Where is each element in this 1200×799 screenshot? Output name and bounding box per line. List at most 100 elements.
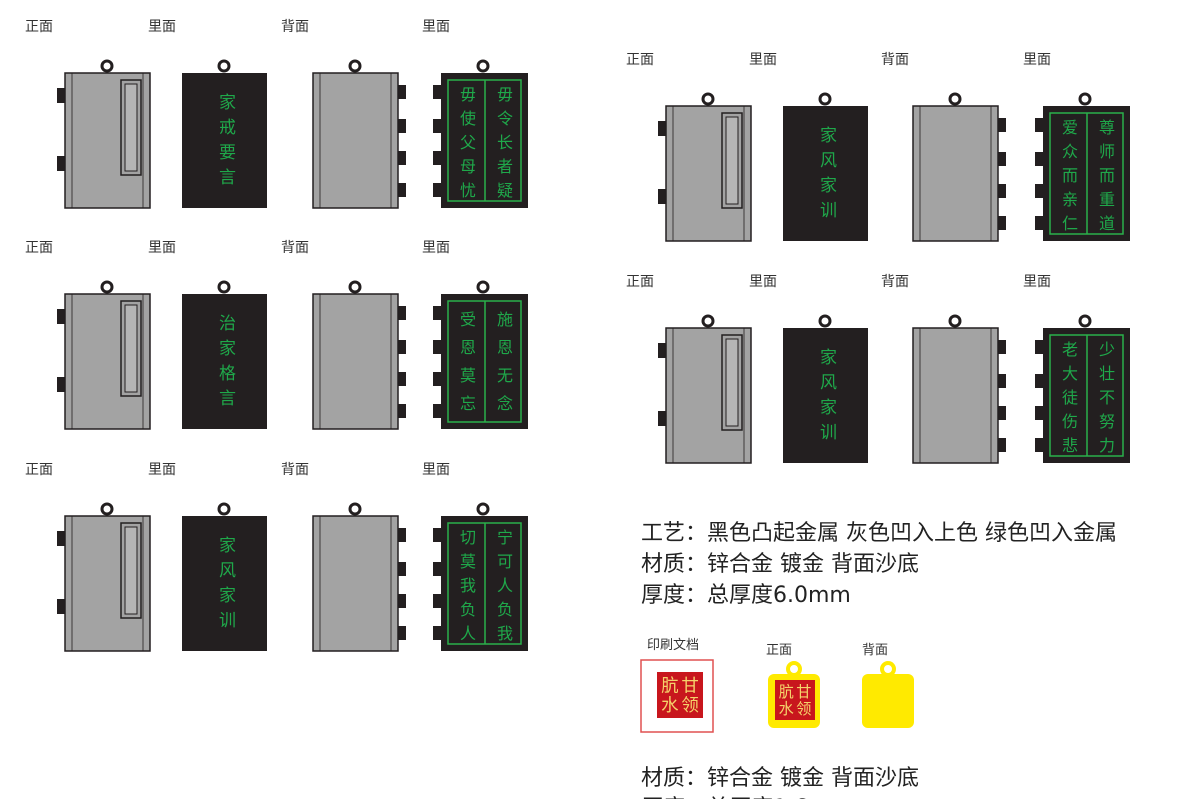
badge-print-label: 印刷文档 bbox=[647, 638, 700, 653]
spec-material2: 材质：锌合金 镀金 背面沙底 bbox=[641, 766, 919, 791]
side-tab bbox=[998, 406, 1006, 420]
side-tab bbox=[398, 183, 406, 197]
back-inscription-right: 施恩无念 bbox=[494, 311, 513, 423]
back-inscription-left: 毋使父母忧 bbox=[457, 86, 476, 206]
back-inscription-left: 受恩莫忘 bbox=[457, 311, 476, 423]
side-tab bbox=[433, 372, 441, 386]
side-tab bbox=[1035, 184, 1043, 198]
side-tab bbox=[998, 438, 1006, 452]
side-tab bbox=[398, 119, 406, 133]
side-tab bbox=[398, 306, 406, 320]
inner-inscription: 家风家训 bbox=[816, 126, 836, 226]
pendant-inner-back bbox=[433, 502, 528, 651]
side-tab bbox=[433, 562, 441, 576]
side-tab bbox=[998, 152, 1006, 166]
view-label: 里面 bbox=[422, 240, 450, 256]
pendant-inner-back bbox=[1035, 314, 1130, 463]
view-label: 里面 bbox=[1023, 274, 1051, 290]
back-inscription-left: 切莫我负人 bbox=[457, 529, 476, 649]
view-label: 背面 bbox=[881, 274, 909, 290]
side-tab bbox=[57, 88, 65, 103]
hanging-ring bbox=[348, 280, 362, 294]
spec-thickness: 厚度：总厚度6.0mm bbox=[641, 583, 851, 608]
svg-text:领: 领 bbox=[681, 696, 698, 716]
spec-material: 材质：锌合金 镀金 背面沙底 bbox=[641, 552, 919, 577]
side-tab bbox=[433, 119, 441, 133]
inner-inscription: 家风家训 bbox=[215, 536, 235, 636]
view-label: 背面 bbox=[281, 462, 309, 478]
view-label: 里面 bbox=[148, 19, 176, 35]
side-tab bbox=[658, 121, 666, 136]
svg-text:肮: 肮 bbox=[779, 683, 794, 701]
pendant-back bbox=[312, 280, 406, 430]
hanging-ring bbox=[100, 280, 114, 294]
side-tab bbox=[998, 118, 1006, 132]
pendant-front bbox=[57, 280, 151, 430]
stamp-seal: 甘肮水领 bbox=[657, 672, 703, 718]
side-tab bbox=[433, 183, 441, 197]
pendant-inner bbox=[783, 92, 868, 241]
svg-text:领: 领 bbox=[796, 700, 811, 718]
side-tab bbox=[433, 306, 441, 320]
view-label: 正面 bbox=[626, 274, 654, 290]
side-tab bbox=[433, 151, 441, 165]
pendant-inner bbox=[182, 502, 267, 651]
side-tab bbox=[1035, 118, 1043, 132]
view-label: 正面 bbox=[25, 462, 53, 478]
view-label: 里面 bbox=[148, 462, 176, 478]
view-label: 背面 bbox=[281, 240, 309, 256]
svg-text:水: 水 bbox=[661, 696, 679, 716]
pendant-back bbox=[912, 92, 1006, 242]
pendant-front bbox=[57, 502, 151, 652]
view-label: 里面 bbox=[148, 240, 176, 256]
badge-front-label: 正面 bbox=[766, 643, 793, 658]
back-body bbox=[312, 72, 399, 209]
hanging-ring bbox=[701, 92, 715, 106]
svg-text:水: 水 bbox=[779, 700, 794, 718]
side-tab bbox=[398, 594, 406, 608]
side-tab bbox=[398, 340, 406, 354]
inner-inscription: 家戒要言 bbox=[215, 93, 235, 193]
back-inscription-left: 老大徒伤悲 bbox=[1059, 341, 1078, 461]
side-tab bbox=[1035, 152, 1043, 166]
side-tab bbox=[57, 599, 65, 614]
view-label: 里面 bbox=[749, 274, 777, 290]
back-inscription-left: 爱众而亲仁 bbox=[1059, 119, 1078, 239]
pendant-back bbox=[312, 502, 406, 652]
back-body bbox=[912, 105, 999, 242]
hanging-ring bbox=[217, 280, 231, 294]
side-tab bbox=[1035, 406, 1043, 420]
back-body bbox=[312, 515, 399, 652]
hanging-ring bbox=[948, 314, 962, 328]
side-tab bbox=[398, 151, 406, 165]
side-tab bbox=[998, 340, 1006, 354]
side-tab bbox=[57, 156, 65, 171]
back-body bbox=[312, 293, 399, 430]
side-tab bbox=[1035, 216, 1043, 230]
back-inscription-right: 毋令长者疑 bbox=[494, 86, 513, 206]
side-tab bbox=[998, 374, 1006, 388]
inner-inscription: 治家格言 bbox=[215, 314, 235, 414]
hanging-ring bbox=[348, 59, 362, 73]
pendant-front bbox=[57, 59, 151, 209]
view-label: 里面 bbox=[422, 462, 450, 478]
view-label: 里面 bbox=[422, 19, 450, 35]
hanging-ring bbox=[217, 502, 231, 516]
pendant-back bbox=[312, 59, 406, 209]
pendant-inner-back bbox=[433, 280, 528, 429]
view-label: 正面 bbox=[25, 240, 53, 256]
hanging-ring bbox=[100, 502, 114, 516]
side-tab bbox=[998, 184, 1006, 198]
svg-text:甘: 甘 bbox=[681, 676, 698, 696]
side-tab bbox=[1035, 438, 1043, 452]
side-tab bbox=[433, 85, 441, 99]
spec-craft: 工艺：黑色凸起金属 灰色凹入上色 绿色凹入金属 bbox=[641, 521, 1117, 546]
pendant-front bbox=[658, 314, 752, 464]
back-inscription-right: 宁可人负我 bbox=[494, 529, 513, 649]
hanging-ring bbox=[476, 502, 490, 516]
hanging-ring bbox=[1078, 314, 1092, 328]
side-tab bbox=[998, 216, 1006, 230]
pendant-inner bbox=[182, 59, 267, 208]
view-label: 正面 bbox=[25, 19, 53, 35]
hanging-ring bbox=[818, 92, 832, 106]
